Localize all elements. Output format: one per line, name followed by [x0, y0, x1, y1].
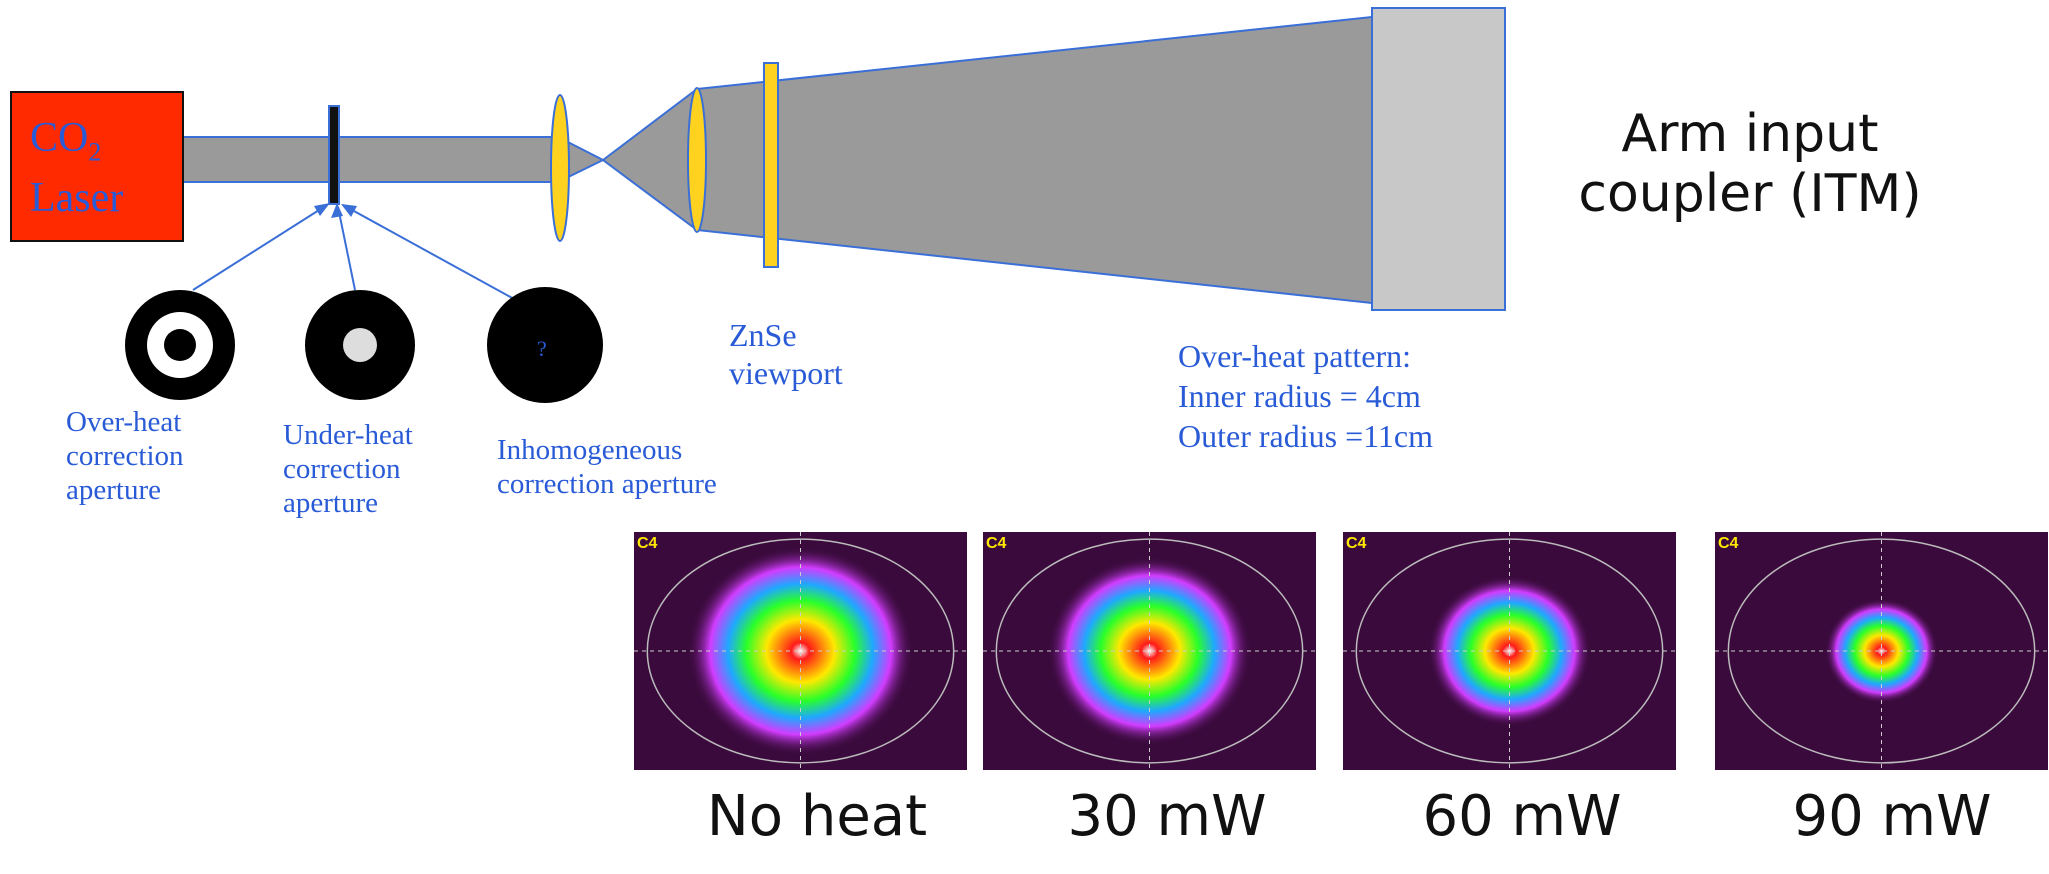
profile-caption-30mw: 30 mW: [1067, 784, 1267, 849]
laser-label-subscript: 2: [88, 137, 102, 167]
profile-corner-text: C4: [637, 535, 658, 552]
beam-profile-4: C4: [1715, 532, 2048, 770]
heat-spot: [1047, 556, 1252, 746]
beam-profile-2: C4: [983, 532, 1316, 770]
beam-profile-3: C4: [1343, 532, 1676, 770]
aperture-label-inhomogeneous: Inhomogeneous correction aperture: [497, 434, 717, 500]
aperture-holder: [328, 105, 340, 205]
profile-corner-text: C4: [986, 535, 1007, 552]
aperture-label-over-heat: Over-heat correction aperture: [66, 406, 184, 506]
over-heat-pattern-label: Over-heat pattern: Inner radius = 4cm Ou…: [1178, 338, 1434, 454]
unknown-aperture-mark: ?: [537, 336, 547, 361]
beam-profile-panels: C4 C4 C4 C4: [634, 532, 2048, 770]
diverging-beam-cone: [601, 86, 698, 232]
profile-reference-circle: [1727, 538, 2036, 764]
profile-reference-circle: [995, 538, 1304, 764]
heat-spot: [687, 546, 914, 756]
profile-caption-no-heat: No heat: [706, 784, 928, 849]
ring-aperture-icon: [125, 290, 235, 400]
heat-spot: [1824, 598, 1939, 704]
aperture-arrows: [192, 204, 515, 300]
profile-caption-60mw: 60 mW: [1422, 784, 1622, 849]
itm-optic: [1371, 7, 1506, 311]
znse-viewport-label: ZnSe viewport: [729, 317, 843, 391]
arrow-heads: [314, 203, 357, 218]
unknown-aperture-icon: [487, 287, 603, 403]
itm-label: Arm input coupler (ITM): [1578, 104, 1922, 224]
laser-label: CO2 Laser: [30, 115, 180, 221]
collimated-beam: [182, 136, 561, 183]
first-lens-icon: [550, 94, 570, 242]
expanded-beam: [696, 15, 1373, 305]
znse-viewport-window: [763, 62, 779, 268]
central-obscuration-aperture-icon: [305, 290, 415, 400]
second-lens-icon: [687, 87, 707, 233]
profile-corner-text: C4: [1346, 535, 1367, 552]
profile-corner-text: C4: [1718, 535, 1739, 552]
profile-reference-circle: [646, 538, 955, 764]
co2-laser-box: [10, 91, 184, 242]
beam-profile-1: C4: [634, 532, 967, 770]
profile-caption-90mw: 90 mW: [1792, 784, 1992, 849]
profile-reference-circle: [1355, 538, 1664, 764]
laser-label-co: CO: [30, 115, 89, 161]
heat-spot: [1427, 575, 1592, 727]
laser-label-laser: Laser: [30, 175, 124, 222]
aperture-label-under-heat: Under-heat correction aperture: [283, 419, 413, 519]
